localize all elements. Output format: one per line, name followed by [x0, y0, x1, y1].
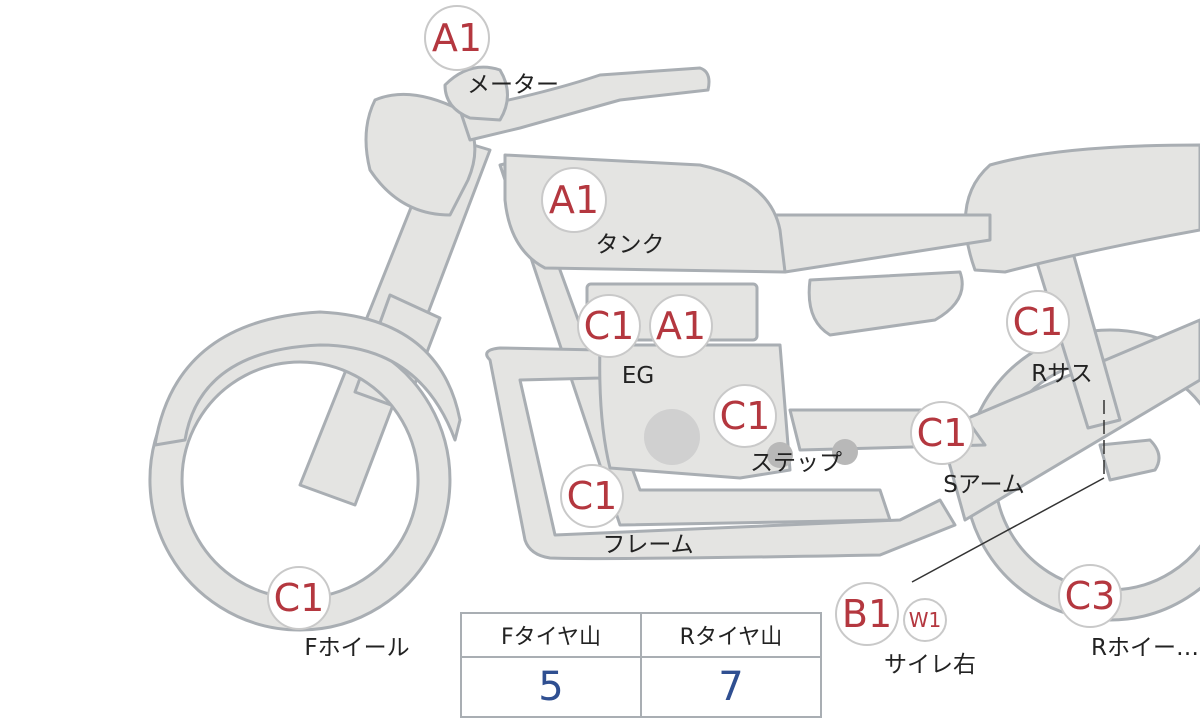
- step-peg-right: [832, 439, 858, 465]
- muffler-leader-line: [911, 400, 1105, 583]
- grade-text: C3: [1065, 574, 1116, 618]
- grade-text: B1: [842, 592, 892, 636]
- grade-text: A1: [432, 16, 482, 60]
- part-label-r-suspension: Rサス: [1031, 361, 1093, 387]
- grade-text: W1: [909, 608, 942, 632]
- grade-marker-r-suspension: C1: [1006, 290, 1070, 354]
- grade-marker-swing-arm: C1: [910, 401, 974, 465]
- part-label-tank: タンク: [596, 232, 665, 258]
- engine-cover: [644, 409, 700, 465]
- tire-value-rear: 7: [640, 656, 822, 718]
- grade-text: C1: [567, 474, 618, 518]
- tire-tread-table: Fタイヤ山 Rタイヤ山 5 7: [460, 612, 822, 718]
- grade-text: C1: [1013, 300, 1064, 344]
- grade-text: C1: [584, 304, 635, 348]
- grade-text: A1: [549, 178, 599, 222]
- frame-lower-loop: [485, 346, 957, 561]
- grade-marker-muffler-right: B1: [835, 582, 899, 646]
- grade-text: C1: [917, 411, 968, 455]
- grade-text: C1: [720, 394, 771, 438]
- tire-value-front: 5: [460, 656, 642, 718]
- part-label-r-wheel: Rホイー…: [1091, 635, 1199, 661]
- grade-marker-muffler-right-extra: W1: [903, 598, 947, 642]
- grade-marker-step: C1: [713, 384, 777, 448]
- part-label-step: ステップ: [750, 450, 842, 476]
- part-label-frame: フレーム: [602, 532, 693, 558]
- headlight-shape: [364, 92, 477, 217]
- grade-marker-engine-2: A1: [649, 294, 713, 358]
- part-label-meter: メーター: [467, 72, 559, 98]
- step-peg-left: [767, 442, 793, 468]
- part-label-f-wheel: Fホイール: [304, 635, 409, 661]
- tire-header-front: Fタイヤ山: [460, 612, 642, 658]
- grade-marker-engine-1: C1: [577, 294, 641, 358]
- grade-text: C1: [274, 576, 325, 620]
- part-label-engine: EG: [622, 363, 654, 389]
- tire-header-rear: Rタイヤ山: [640, 612, 822, 658]
- rear-frame-shape: [773, 213, 992, 274]
- grade-text: A1: [656, 304, 706, 348]
- grade-marker-f-wheel: C1: [267, 566, 331, 630]
- part-label-muffler-right: サイレ右: [884, 652, 976, 678]
- side-cover-shape: [807, 270, 964, 337]
- grade-marker-r-wheel: C3: [1058, 564, 1122, 628]
- front-fender-shape: [153, 310, 462, 447]
- grade-marker-meter: A1: [424, 5, 490, 71]
- seat-shape: [963, 143, 1200, 274]
- grade-marker-tank: A1: [541, 167, 607, 233]
- rear-bar-shape: [1098, 438, 1161, 482]
- grade-marker-frame: C1: [560, 464, 624, 528]
- part-label-swing-arm: Sアーム: [943, 472, 1025, 498]
- swing-arm-shape: [938, 318, 1200, 522]
- meter-shape: [443, 65, 509, 122]
